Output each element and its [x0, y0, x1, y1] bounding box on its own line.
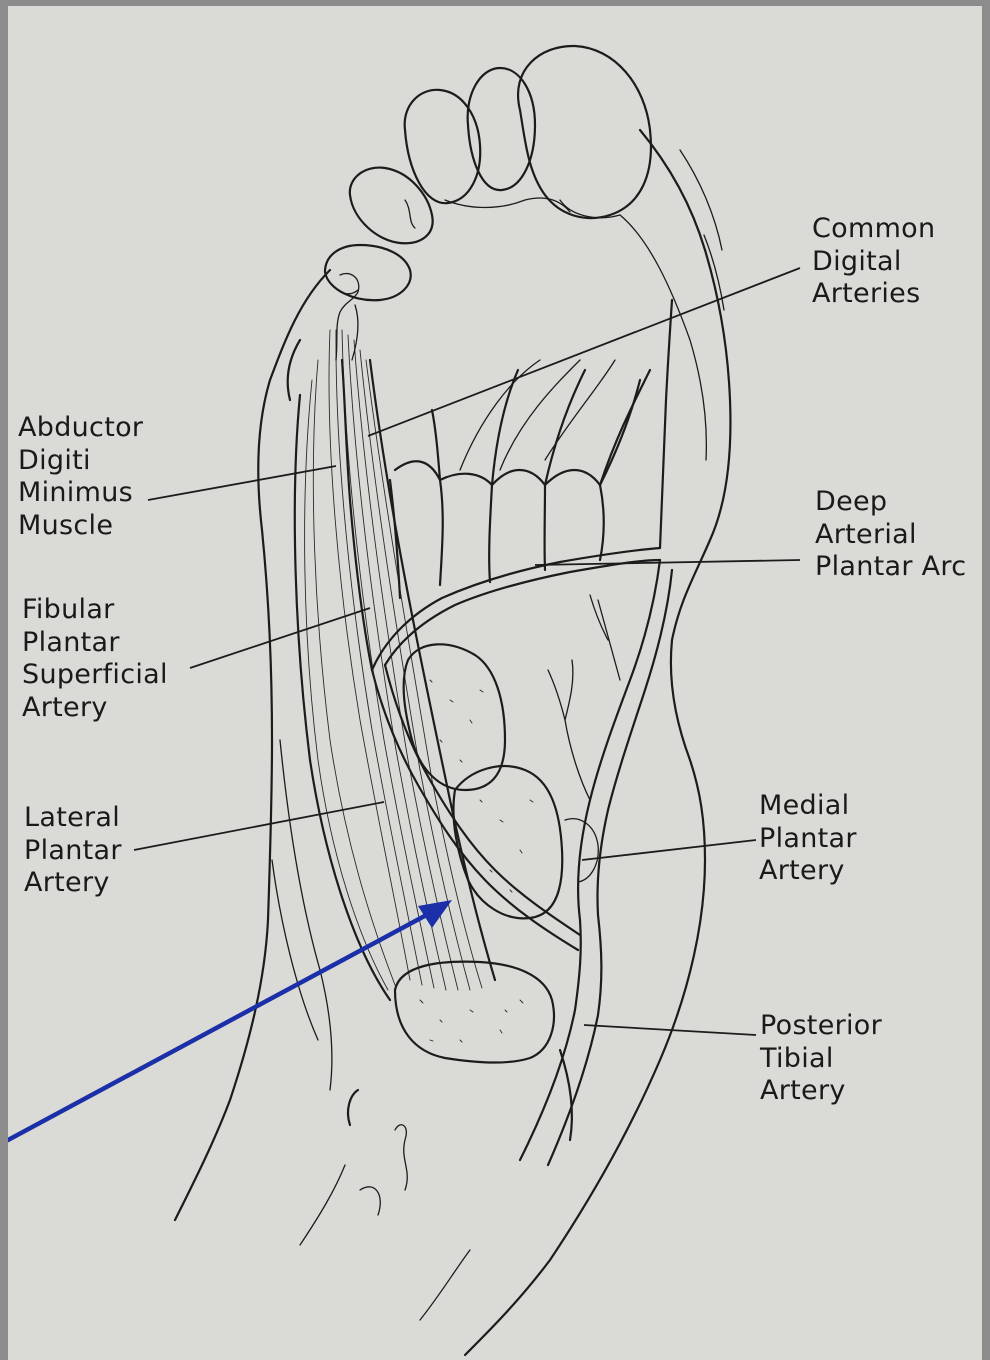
great-toe — [518, 46, 651, 218]
leader-abductor-digiti-minimus — [148, 466, 336, 500]
arterial-network — [342, 300, 672, 1165]
label-fibular-plantar-superficial-artery: Fibular Plantar Superficial Artery — [22, 594, 168, 724]
abductor-digiti-minimus-fibers — [295, 330, 495, 1000]
fourth-toe — [350, 168, 433, 244]
label-abductor-digiti-minimus-muscle: Abductor Digiti Minimus Muscle — [18, 412, 143, 542]
label-medial-plantar-artery: Medial Plantar Artery — [759, 790, 857, 888]
illustration-slide: Common Digital Arteries Abductor Digiti … — [8, 6, 982, 1360]
pointer-arrow — [8, 900, 452, 1140]
foot-outline — [175, 130, 730, 1355]
leader-fibular-plantar-superficial — [190, 608, 370, 668]
leader-deep-arterial-plantar-arc — [535, 560, 800, 565]
label-posterior-tibial-artery: Posterior Tibial Artery — [760, 1010, 882, 1108]
label-deep-arterial-plantar-arc: Deep Arterial Plantar Arc — [815, 486, 966, 584]
leader-medial-plantar-artery — [582, 840, 756, 860]
toes — [325, 46, 651, 300]
label-lateral-plantar-artery: Lateral Plantar Artery — [24, 802, 122, 900]
label-common-digital-arteries: Common Digital Arteries — [812, 213, 935, 311]
heel-and-leg-details — [272, 740, 572, 1320]
leader-common-digital-arteries — [368, 268, 800, 436]
fifth-toe — [325, 245, 411, 300]
fifth-metatarsal-bone — [336, 274, 359, 360]
